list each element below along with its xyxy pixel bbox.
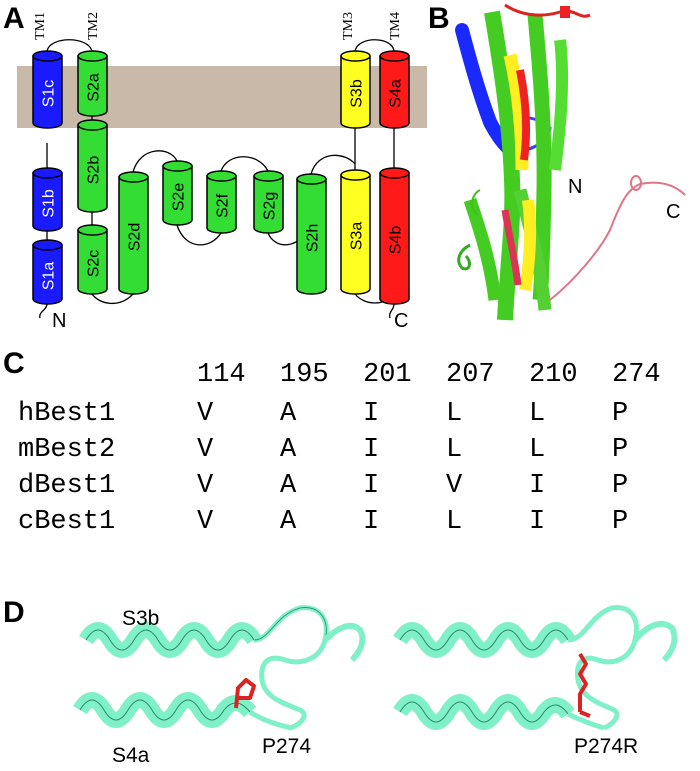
residue-cell: I	[363, 399, 379, 429]
position-header-210: 210	[529, 360, 578, 390]
position-header-274: 274	[612, 360, 661, 390]
residue-cell: L	[446, 435, 462, 465]
helix-s2f: S2f	[206, 170, 237, 234]
protein-ribbon-structure	[455, 3, 686, 321]
helix-label-s2g: S2g	[262, 192, 279, 220]
c-terminus-label: C	[394, 310, 408, 332]
species-name-cBest1: cBest1	[18, 507, 115, 537]
mutant-structure	[393, 605, 678, 731]
residue-cell: P	[612, 507, 628, 537]
helix-s1a: S1a	[32, 239, 63, 305]
panel-c-letter: C	[3, 347, 25, 380]
species-name-dBest1: dBest1	[18, 471, 115, 501]
position-header-207: 207	[446, 360, 495, 390]
residue-cell: P	[612, 435, 628, 465]
panel-b: B N C	[428, 2, 686, 321]
helix-s2g: S2g	[253, 170, 284, 234]
helix-s1c: S1c	[32, 50, 63, 129]
position-header-201: 201	[363, 360, 412, 390]
tm4-label: TM4	[388, 12, 403, 40]
helix-label-s4a: S4a	[388, 79, 405, 108]
species-name-mBest2: mBest2	[18, 435, 115, 465]
residue-cell: V	[197, 507, 214, 537]
helix-s4a: S4a	[379, 50, 410, 129]
helix-label-s2c: S2c	[86, 250, 103, 278]
helix-s3a: S3a	[340, 169, 371, 295]
residue-cell: A	[280, 471, 297, 501]
helix-label-s1a: S1a	[41, 262, 58, 291]
helix-label-s2e: S2e	[171, 183, 188, 212]
residue-cell: V	[446, 471, 463, 501]
helix-s2e: S2e	[162, 160, 193, 226]
structure-c-label: C	[666, 201, 680, 223]
position-header-114: 114	[197, 360, 246, 390]
helix-label-s2a: S2a	[86, 73, 103, 102]
residue-cell: L	[446, 399, 462, 429]
residue-cell: P	[612, 399, 628, 429]
helix-label-s2b: S2b	[86, 156, 103, 185]
s4a-label: S4a	[112, 744, 150, 767]
panel-d-letter: D	[3, 596, 25, 629]
helix-label-s2h: S2h	[305, 224, 322, 252]
residue-cell: A	[280, 435, 297, 465]
helix-s2c: S2c	[77, 224, 108, 295]
species-name-hBest1: hBest1	[18, 399, 115, 429]
tm2-label: TM2	[86, 12, 101, 40]
helix-label-s2d: S2d	[127, 223, 144, 251]
helix-s2h: S2h	[296, 173, 327, 295]
p274-label: P274	[262, 735, 311, 758]
position-header-195: 195	[280, 360, 329, 390]
helix-label-s2f: S2f	[215, 193, 232, 218]
wildtype-structure	[73, 605, 366, 731]
panel-d: D S3b S4a P274	[3, 596, 678, 767]
structure-n-label: N	[568, 176, 582, 198]
p274r-label: P274R	[574, 735, 638, 758]
residue-cell: V	[197, 399, 214, 429]
helix-label-s3b: S3b	[349, 79, 366, 108]
residue-cell: A	[280, 399, 297, 429]
helix-s2d: S2d	[118, 171, 149, 295]
helix-label-s3a: S3a	[349, 222, 366, 251]
helix-label-s4b: S4b	[388, 226, 405, 255]
tm3-label: TM3	[341, 12, 356, 40]
helix-s2b: S2b	[77, 119, 108, 213]
n-tail	[39, 303, 48, 319]
helix-s3b: S3b	[340, 50, 371, 129]
residue-cell: L	[446, 507, 462, 537]
residue-cell: I	[363, 471, 379, 501]
c-tail	[388, 303, 395, 319]
residue-cell: L	[529, 435, 545, 465]
residue-cell: V	[197, 435, 214, 465]
n-terminus-label: N	[52, 310, 66, 332]
residue-cell: P	[612, 471, 628, 501]
tm1-label: TM1	[33, 12, 48, 40]
helix-s1b: S1b	[32, 167, 63, 232]
residue-cell: I	[529, 471, 545, 501]
helix-label-s1b: S1b	[41, 189, 58, 218]
residue-cell: I	[363, 507, 379, 537]
residue-cell: V	[197, 471, 214, 501]
panel-a-letter: A	[3, 2, 25, 35]
residue-cell: I	[529, 507, 545, 537]
s3b-label: S3b	[122, 607, 159, 630]
residue-cell: A	[280, 507, 297, 537]
helix-s4b: S4b	[379, 167, 410, 305]
residue-cell: I	[363, 435, 379, 465]
panel-b-letter: B	[428, 2, 450, 35]
residue-cell: L	[529, 399, 545, 429]
helix-s2a: S2a	[77, 50, 108, 117]
helix-label-s1c: S1c	[41, 80, 58, 108]
